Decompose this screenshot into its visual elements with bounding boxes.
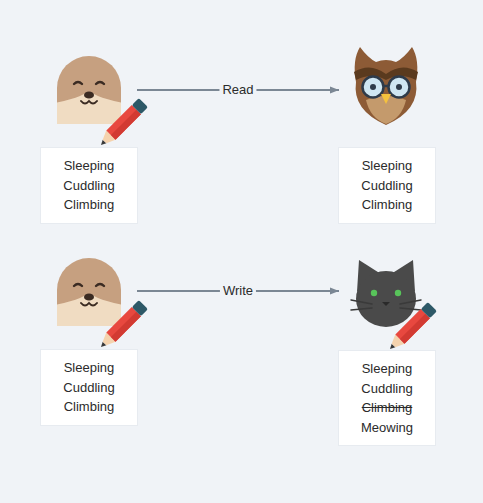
list-item: Climbing <box>64 397 115 417</box>
list-item: Climbing <box>362 195 413 215</box>
list-box: SleepingCuddlingClimbing <box>41 148 137 223</box>
list-box: SleepingCuddlingClimbingMeowing <box>339 351 435 445</box>
icon-space <box>41 52 137 148</box>
edge-label: Read <box>219 82 256 98</box>
list-item: Sleeping <box>64 156 115 176</box>
list-box: SleepingCuddlingClimbing <box>339 148 435 223</box>
character-card: SleepingCuddlingClimbing <box>41 254 137 425</box>
icon-space <box>339 45 435 148</box>
list-item: Sleeping <box>362 156 413 176</box>
edge-label: Write <box>220 283 256 299</box>
list-item: Sleeping <box>64 358 115 378</box>
character-card: SleepingCuddlingClimbing <box>41 52 137 223</box>
list-item: Climbing <box>64 195 115 215</box>
cat-icon <box>351 260 421 327</box>
list-item: Cuddling <box>63 176 114 196</box>
list-item: Cuddling <box>361 176 412 196</box>
list-box: SleepingCuddlingClimbing <box>41 350 137 425</box>
list-item: Sleeping <box>362 359 413 379</box>
list-item: Meowing <box>361 418 413 438</box>
pencil-icon <box>96 98 148 150</box>
list-item: Climbing <box>362 398 413 418</box>
list-item: Cuddling <box>63 378 114 398</box>
seal-icon <box>50 56 128 130</box>
pencil-icon <box>385 302 437 354</box>
icon-space <box>339 258 435 351</box>
seal-icon <box>50 258 128 332</box>
owl-icon <box>354 47 418 125</box>
character-card: SleepingCuddlingClimbing <box>339 45 435 223</box>
character-card: SleepingCuddlingClimbingMeowing <box>339 258 435 445</box>
pencil-icon <box>96 300 148 352</box>
icon-space <box>41 254 137 350</box>
list-item: Cuddling <box>361 379 412 399</box>
